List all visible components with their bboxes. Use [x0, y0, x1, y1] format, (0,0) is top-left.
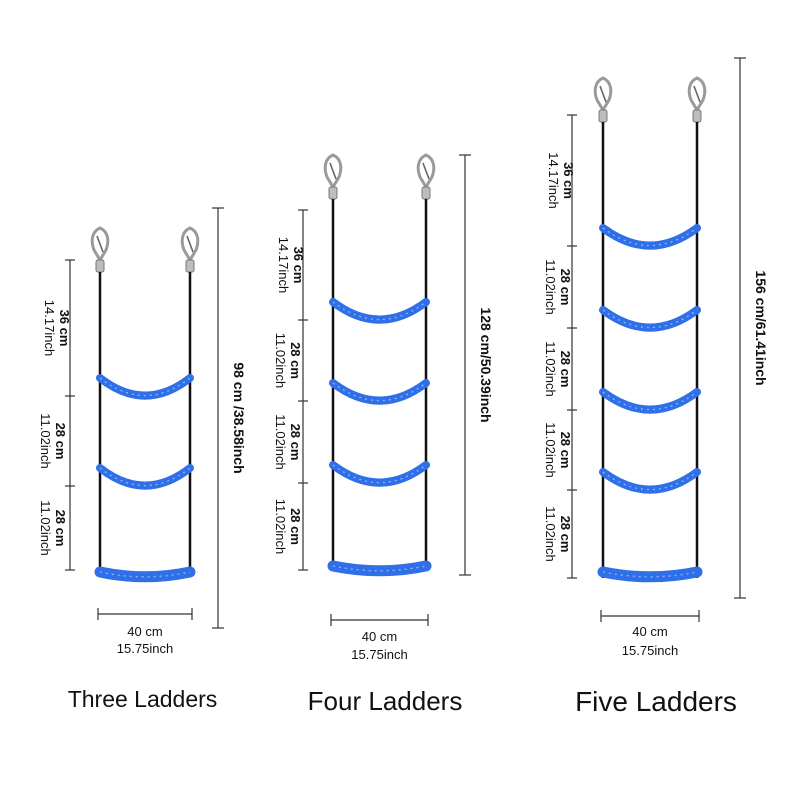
- width-label-cm: 40 cm: [632, 624, 667, 639]
- segment-length-cm: 28 cm: [558, 351, 573, 388]
- segment-length-cm: 36 cm: [291, 247, 306, 284]
- carabiner-hook-icon: [323, 153, 343, 200]
- rung-texture: [99, 377, 191, 397]
- ladder-rung: [329, 461, 430, 487]
- segment-length-cm: 28 cm: [558, 269, 573, 306]
- width-label-inch: 15.75inch: [117, 641, 173, 656]
- width-label-cm: 40 cm: [127, 624, 162, 639]
- carabiner-hook-icon: [180, 226, 200, 273]
- carabiner-hook-icon: [416, 153, 436, 200]
- segment-length-inch: 11.02inch: [543, 259, 558, 314]
- segment-length-inch: 11.02inch: [543, 341, 558, 396]
- rung-texture: [99, 467, 191, 487]
- segment-length-inch: 11.02inch: [273, 499, 288, 554]
- ladder-rung: [96, 374, 194, 400]
- title-four-ladders: Four Ladders: [307, 686, 463, 716]
- segment-length-inch: 11.02inch: [38, 413, 53, 468]
- ladder-rung: [329, 298, 430, 324]
- segment-length-cm: 36 cm: [57, 310, 72, 347]
- rung-texture: [602, 471, 698, 491]
- segment-length-inch: 14.17inch: [546, 152, 561, 208]
- width-label-inch: 15.75inch: [622, 643, 678, 658]
- segment-length-inch: 14.17inch: [42, 300, 57, 356]
- segment-length-cm: 28 cm: [558, 516, 573, 553]
- segment-length-inch: 11.02inch: [273, 414, 288, 469]
- rung-texture: [602, 571, 698, 578]
- ladder-rung: [94, 566, 196, 583]
- segment-length-cm: 28 cm: [558, 432, 573, 469]
- total-height-label: 156 cm/61.41inch: [753, 270, 769, 385]
- rung-texture: [602, 227, 698, 247]
- ladder-rung: [329, 379, 430, 405]
- segment-length-cm: 36 cm: [561, 162, 576, 199]
- segment-length-inch: 11.02inch: [543, 422, 558, 477]
- segment-length-inch: 14.17inch: [276, 237, 291, 293]
- carabiner-hook-icon: [593, 76, 613, 123]
- rung-texture: [602, 391, 698, 411]
- total-height-label: 98 cm /38.58inch: [231, 362, 247, 473]
- rung-texture: [602, 309, 698, 329]
- segment-length-inch: 11.02inch: [543, 506, 558, 561]
- carabiner-hook-icon: [687, 76, 707, 123]
- segment-length-inch: 11.02inch: [273, 333, 288, 388]
- width-label-inch: 15.75inch: [351, 647, 407, 662]
- carabiner-hook-icon: [90, 226, 110, 273]
- segment-length-cm: 28 cm: [53, 423, 68, 460]
- ladder-rung: [597, 566, 703, 583]
- title-five-ladders: Five Ladders: [575, 686, 737, 717]
- segment-length-inch: 11.02inch: [38, 500, 53, 555]
- width-label-cm: 40 cm: [362, 629, 397, 644]
- segment-length-cm: 28 cm: [288, 424, 303, 461]
- segment-length-cm: 28 cm: [288, 508, 303, 545]
- segment-length-cm: 28 cm: [288, 342, 303, 379]
- segment-length-cm: 28 cm: [53, 510, 68, 547]
- rung-texture: [332, 565, 427, 572]
- title-three-ladders: Three Ladders: [67, 686, 218, 712]
- ladder-rung: [96, 464, 194, 490]
- total-height-label: 128 cm/50.39inch: [478, 307, 494, 422]
